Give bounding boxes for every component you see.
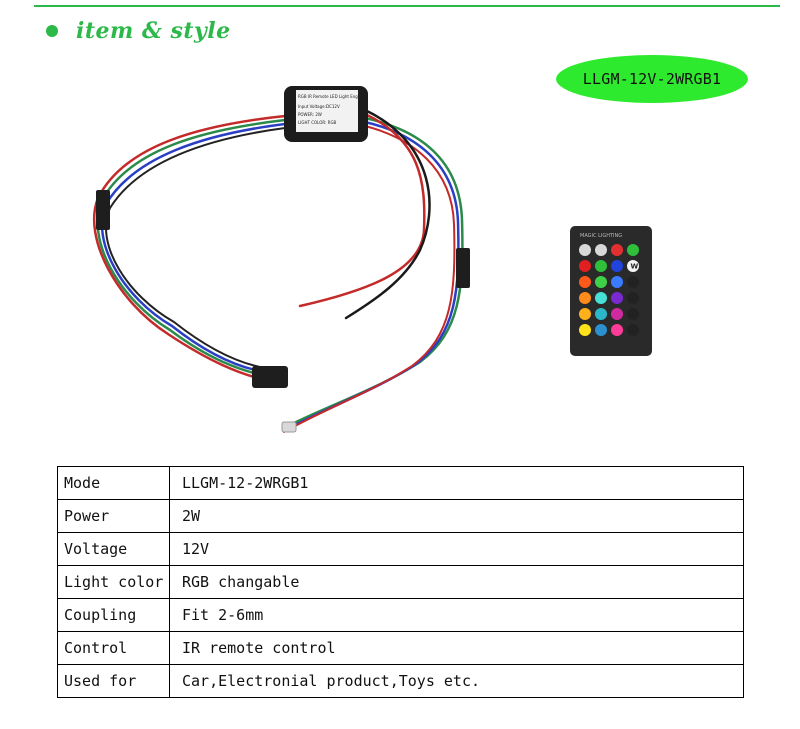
model-badge: LLGM-12V-2WRGB1 [556, 55, 748, 103]
remote-key [579, 308, 591, 320]
wire-harness [92, 108, 464, 433]
spec-label: Power [57, 499, 170, 533]
remote-key [579, 292, 591, 304]
remote-key [611, 260, 623, 272]
remote-key [611, 244, 623, 256]
spec-label: Used for [57, 664, 170, 698]
remote-key [627, 276, 639, 288]
controller-label-line1: RGB IR Remote LED Light Engine [298, 94, 364, 99]
remote-key [595, 292, 607, 304]
remote-key [627, 324, 639, 336]
connector-left [96, 190, 110, 230]
section-title: item & style [76, 18, 231, 44]
remote-key [579, 276, 591, 288]
spec-value: RGB changable [169, 565, 744, 599]
remote-key [611, 292, 623, 304]
remote-keys: W [579, 244, 639, 336]
controller-label-line4: LIGHT COLOR: RGB [298, 120, 337, 125]
remote-key [627, 308, 639, 320]
remote-key [595, 324, 607, 336]
bullet-icon [46, 25, 58, 37]
remote-key [611, 308, 623, 320]
product-photo: RGB IR Remote LED Light Engine Input Vol… [92, 86, 652, 433]
model-badge-text: LLGM-12V-2WRGB1 [582, 70, 722, 88]
connector-right [456, 248, 470, 288]
remote-key [611, 324, 623, 336]
connector-bottom [252, 366, 288, 388]
remote-key [595, 244, 607, 256]
spec-label: Light color [57, 565, 170, 599]
controller-label-line2: Input Voltage:DC12V [298, 104, 340, 109]
spec-value: IR remote control [169, 631, 744, 665]
remote-brand: MAGIC LIGHTING [580, 233, 622, 239]
remote-key [611, 276, 623, 288]
spec-value: 12V [169, 532, 744, 566]
remote-key [595, 308, 607, 320]
spec-label: Coupling [57, 598, 170, 632]
remote-key [595, 276, 607, 288]
remote-key [627, 244, 639, 256]
remote-white-key-label: W [631, 263, 639, 271]
remote-key [595, 260, 607, 272]
controller-label-line3: POWER: 2W [298, 112, 322, 117]
spec-value: Car,Electronial product,Toys etc. [169, 664, 744, 698]
remote-control: MAGIC LIGHTING W [570, 226, 652, 356]
spec-label: Voltage [57, 532, 170, 566]
remote-key [627, 292, 639, 304]
controller-box: RGB IR Remote LED Light Engine Input Vol… [284, 86, 368, 142]
spec-label: Control [57, 631, 170, 665]
remote-key [579, 324, 591, 336]
led-tip [281, 421, 297, 433]
remote-key [627, 260, 639, 272]
spec-value: Fit 2-6mm [169, 598, 744, 632]
remote-key [579, 260, 591, 272]
top-divider [34, 5, 780, 7]
spec-value: LLGM-12-2WRGB1 [169, 466, 744, 500]
remote-key [579, 244, 591, 256]
spec-value: 2W [169, 499, 744, 533]
spec-label: Mode [57, 466, 170, 500]
